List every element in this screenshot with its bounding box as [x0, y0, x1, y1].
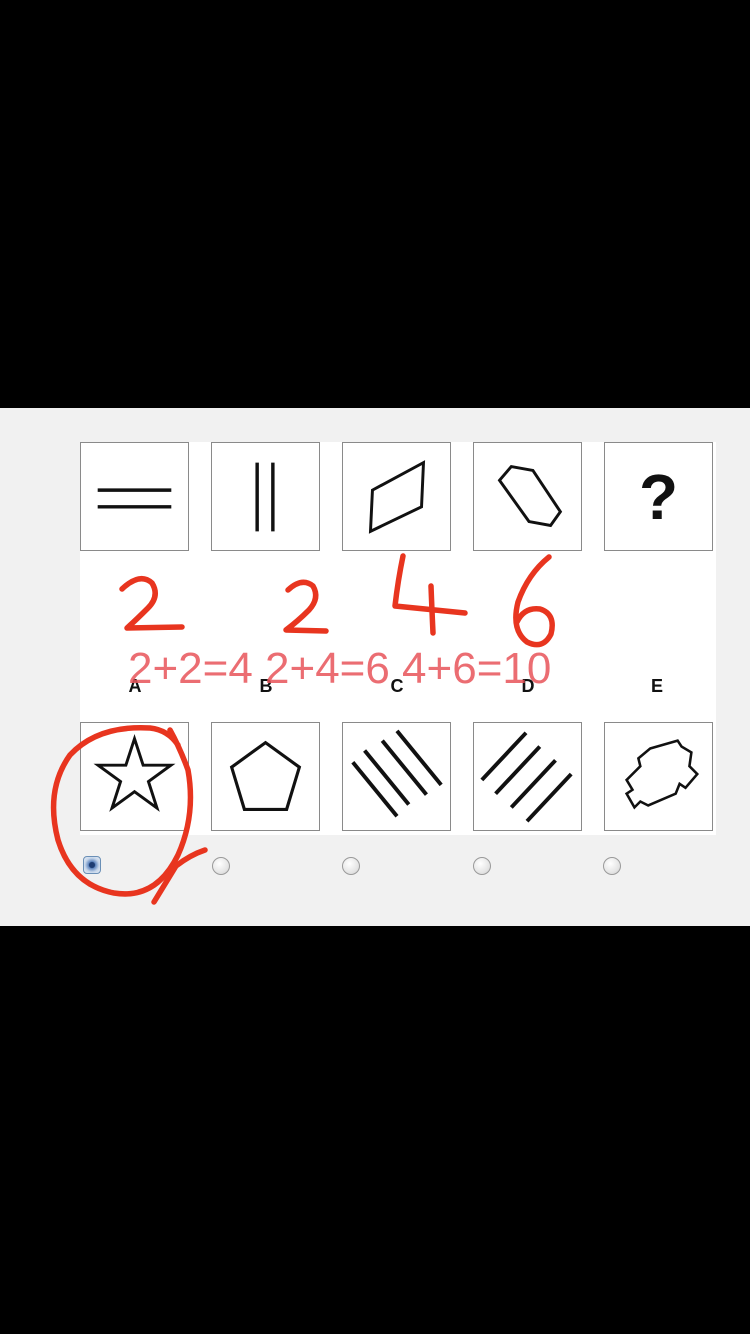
- option-a-radio[interactable]: [83, 856, 101, 874]
- two-vertical-lines-icon: [255, 462, 275, 532]
- option-label-c: C: [390, 676, 404, 696]
- four-diagonal-lines-icon: [351, 729, 443, 818]
- sequence-box-1: [80, 442, 189, 551]
- parallelogram-icon: [368, 460, 426, 534]
- option-label-a: A: [128, 676, 142, 696]
- sequence-box-4: [473, 442, 582, 551]
- question-mark: ?: [638, 460, 679, 533]
- two-horizontal-lines-icon: [97, 488, 172, 509]
- option-label-b: B: [259, 676, 273, 696]
- sequence-box-3: [342, 442, 451, 551]
- option-label-d: D: [521, 676, 535, 696]
- option-e-box[interactable]: [604, 722, 713, 831]
- sequence-box-2: [211, 442, 320, 551]
- hexagon-icon: [497, 464, 563, 528]
- option-e-radio[interactable]: [603, 857, 621, 875]
- option-b-box[interactable]: [211, 722, 320, 831]
- equation-annotation: 2+2=4 2+4=6 4+6=10: [128, 644, 552, 693]
- four-diagonal-lines-icon: [480, 731, 573, 823]
- pentagon-icon: [229, 740, 302, 811]
- option-c-radio[interactable]: [342, 857, 360, 875]
- sequence-box-5: ?: [604, 442, 713, 551]
- option-label-e: E: [650, 676, 663, 696]
- option-b-radio[interactable]: [212, 857, 230, 875]
- octagon-cross-icon: [624, 739, 700, 810]
- option-a-box[interactable]: [80, 722, 189, 831]
- option-d-radio[interactable]: [473, 857, 491, 875]
- star-icon: [93, 733, 176, 812]
- option-d-box[interactable]: [473, 722, 582, 831]
- option-c-box[interactable]: [342, 722, 451, 831]
